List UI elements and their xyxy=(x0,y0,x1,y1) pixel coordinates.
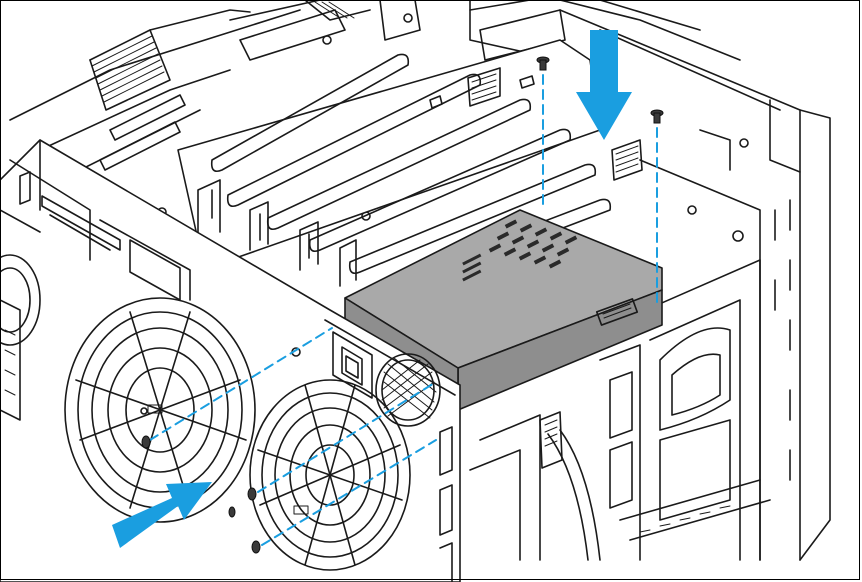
expansion-slot-covers xyxy=(177,39,643,293)
screw-icon-top-2 xyxy=(650,109,664,124)
arrow-down-icon xyxy=(576,30,632,140)
guide-line-rear-1 xyxy=(149,327,333,441)
psu-fan-grill xyxy=(375,353,441,427)
power-supply-unit xyxy=(344,209,663,411)
power-inlet xyxy=(332,331,373,399)
screw-icon xyxy=(141,56,664,554)
guide-line-rear-3 xyxy=(261,439,437,546)
arrow-right-icon xyxy=(112,482,212,548)
screw-icon-rear-1 xyxy=(141,435,151,449)
screw-icon-top-1 xyxy=(536,56,550,71)
alignment-guide-lines xyxy=(149,74,658,546)
screw-icon-rear-2 xyxy=(247,487,257,501)
screw-icon-rear-4 xyxy=(228,506,236,518)
chassis-fan-right xyxy=(249,379,411,571)
psu-label-plate xyxy=(595,298,639,326)
psu-vent-slots xyxy=(462,219,578,282)
chassis-fan-partial xyxy=(0,254,41,346)
guide-line-rear-2 xyxy=(257,381,437,493)
screw-icon-rear-3 xyxy=(251,540,261,554)
